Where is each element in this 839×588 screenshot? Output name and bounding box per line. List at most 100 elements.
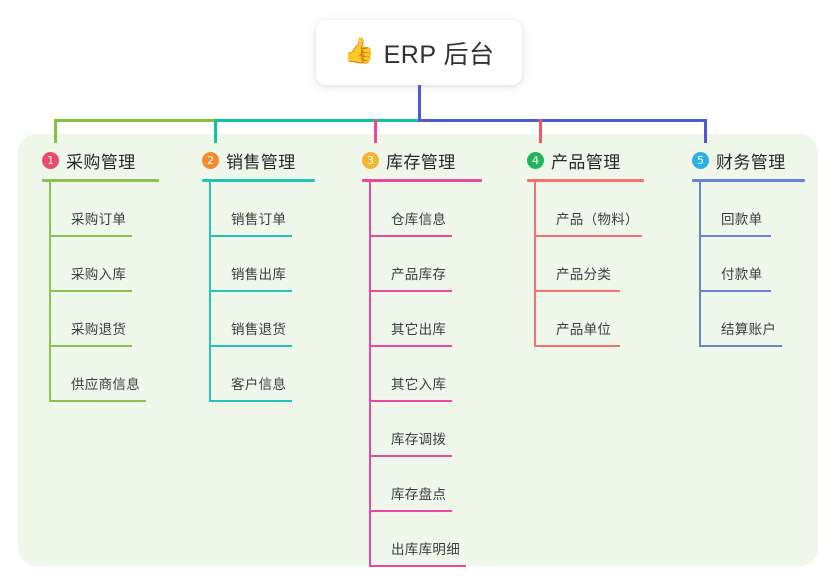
column-drop-connector-4 <box>538 119 542 143</box>
leaf-item-underline <box>209 345 292 347</box>
column-badge-5: 5 <box>692 151 709 169</box>
leaf-item-label: 付款单 <box>721 267 763 282</box>
leaf-item-underline <box>369 290 452 292</box>
column-drop-connector-3 <box>373 119 377 143</box>
leaf-item-label: 产品库存 <box>391 267 447 282</box>
leaf-item-underline <box>534 235 642 237</box>
leaf-item[interactable]: 回款单 <box>699 182 805 237</box>
leaf-item[interactable]: 其它入库 <box>369 347 482 402</box>
thumbs-up-icon: 👍 <box>343 37 375 65</box>
leaf-item[interactable]: 供应商信息 <box>49 347 159 402</box>
column-underline-5 <box>692 179 805 182</box>
leaf-item[interactable]: 产品（物料） <box>534 182 644 237</box>
leaf-item-underline <box>534 345 620 347</box>
column-title-2: 销售管理 <box>226 152 296 172</box>
trunk-segment-green <box>53 119 217 122</box>
leaf-item[interactable]: 销售出库 <box>209 237 315 292</box>
column-header-2[interactable]: 2 销售管理 <box>202 148 315 172</box>
column-财务管理: 5 财务管理回款单付款单结算账户 <box>692 148 805 347</box>
leaf-item-underline <box>369 455 452 457</box>
leaf-item-label: 产品分类 <box>556 267 612 282</box>
leaf-item-underline <box>209 235 292 237</box>
leaf-item[interactable]: 采购退货 <box>49 292 159 347</box>
leaf-item[interactable]: 采购入库 <box>49 237 159 292</box>
root-stem-connector <box>417 85 421 122</box>
leaf-item-label: 销售退货 <box>231 322 287 337</box>
leaf-item-label: 仓库信息 <box>391 212 447 227</box>
column-badge-2: 2 <box>202 151 219 169</box>
leaf-item[interactable]: 出库库明细 <box>369 512 482 567</box>
column-badge-1: 1 <box>42 151 59 169</box>
column-spine-1 <box>49 182 51 402</box>
column-spine-4 <box>534 182 536 347</box>
leaf-item-label: 采购入库 <box>71 267 127 282</box>
leaf-item-underline <box>369 510 452 512</box>
leaf-item-label: 采购订单 <box>71 212 127 227</box>
column-销售管理: 2 销售管理销售订单销售出库销售退货客户信息 <box>202 148 315 402</box>
leaf-item-underline <box>699 345 782 347</box>
column-underline-3 <box>362 179 482 182</box>
column-drop-connector-1 <box>53 119 57 143</box>
leaf-item-underline <box>209 400 292 402</box>
column-drop-connector-2 <box>213 119 217 143</box>
leaf-item[interactable]: 付款单 <box>699 237 805 292</box>
leaf-item-underline <box>699 290 771 292</box>
leaf-item[interactable]: 其它出库 <box>369 292 482 347</box>
leaf-item-label: 回款单 <box>721 212 763 227</box>
column-spine-2 <box>209 182 211 402</box>
leaf-item-underline <box>49 345 132 347</box>
leaf-item-label: 产品单位 <box>556 322 612 337</box>
leaf-item-label: 出库库明细 <box>391 542 460 557</box>
column-underline-4 <box>527 179 644 182</box>
leaf-item[interactable]: 产品库存 <box>369 237 482 292</box>
leaf-item-label: 库存盘点 <box>391 487 447 502</box>
leaf-item[interactable]: 采购订单 <box>49 182 159 237</box>
column-items-5: 回款单付款单结算账户 <box>699 182 805 347</box>
leaf-item-label: 供应商信息 <box>71 377 140 392</box>
leaf-item-underline <box>369 235 452 237</box>
leaf-item-label: 其它入库 <box>391 377 447 392</box>
leaf-item-label: 销售订单 <box>231 212 287 227</box>
column-items-3: 仓库信息产品库存其它出库其它入库库存调拨库存盘点出库库明细 <box>369 182 482 567</box>
root-node-title: ERP 后台 <box>383 40 495 69</box>
leaf-item[interactable]: 结算账户 <box>699 292 805 347</box>
column-items-4: 产品（物料） 产品分类产品单位 <box>534 182 644 347</box>
leaf-item-label: 客户信息 <box>231 377 287 392</box>
leaf-item[interactable]: 库存调拨 <box>369 402 482 457</box>
leaf-item[interactable]: 仓库信息 <box>369 182 482 237</box>
leaf-item-underline <box>699 235 771 237</box>
column-title-5: 财务管理 <box>716 152 786 172</box>
column-items-1: 采购订单采购入库采购退货供应商信息 <box>49 182 159 402</box>
leaf-item[interactable]: 销售退货 <box>209 292 315 347</box>
leaf-item-label: 库存调拨 <box>391 432 447 447</box>
root-node-card[interactable]: 👍 ERP 后台 <box>316 20 522 85</box>
leaf-item-underline <box>369 400 452 402</box>
leaf-item[interactable]: 销售订单 <box>209 182 315 237</box>
leaf-item-label: 销售出库 <box>231 267 287 282</box>
leaf-item-underline <box>534 290 620 292</box>
column-spine-5 <box>699 182 701 347</box>
leaf-item[interactable]: 客户信息 <box>209 347 315 402</box>
column-header-5[interactable]: 5 财务管理 <box>692 148 805 172</box>
diagram-background-panel <box>18 134 818 566</box>
trunk-segment-blue <box>417 119 707 122</box>
column-badge-4: 4 <box>527 151 544 169</box>
column-underline-2 <box>202 179 315 182</box>
leaf-item-label: 产品（物料） <box>556 212 639 227</box>
leaf-item-underline <box>49 290 132 292</box>
leaf-item-underline <box>369 345 452 347</box>
column-items-2: 销售订单销售出库销售退货客户信息 <box>209 182 315 402</box>
column-badge-3: 3 <box>362 151 379 169</box>
leaf-item-underline <box>369 565 466 567</box>
column-spine-3 <box>369 182 371 567</box>
leaf-item-underline <box>49 400 146 402</box>
leaf-item[interactable]: 库存盘点 <box>369 457 482 512</box>
leaf-item[interactable]: 产品单位 <box>534 292 644 347</box>
leaf-item[interactable]: 产品分类 <box>534 237 644 292</box>
